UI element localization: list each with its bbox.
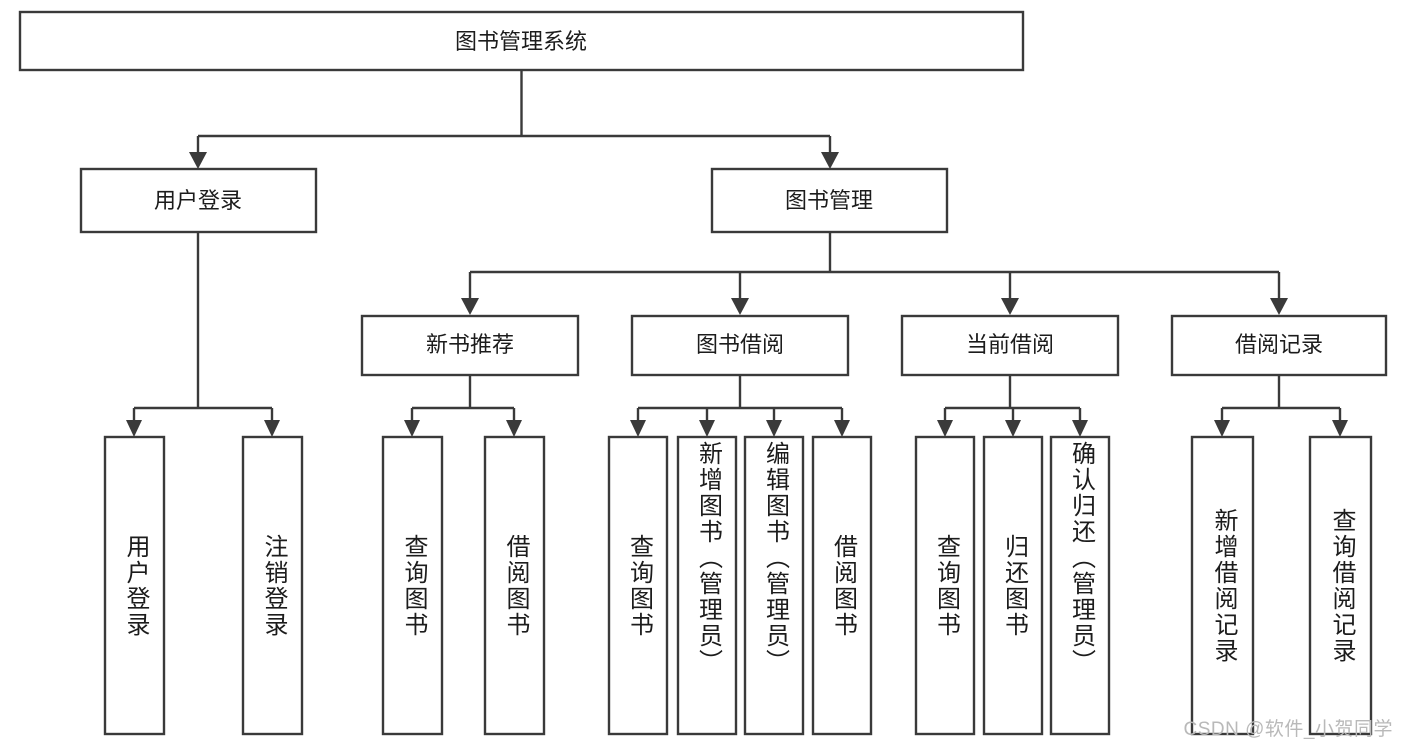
csdn-watermark: CSDN @软件_小贺同学 [1183,719,1393,740]
node-current-borrow[interactable]: 当前借阅 [900,314,1120,377]
arrow-head-leaf-add-record [1214,420,1230,437]
arrow-head-leaf-user-login [126,420,142,437]
arrow-head-leaf-logout-login [264,420,280,437]
leaf-confirm-return-box[interactable] [1049,435,1111,736]
leaf-logout-login-box[interactable] [241,435,304,736]
connector-group-book-borrow [630,375,850,437]
leaf-edit-book-box[interactable] [743,435,805,736]
node-root[interactable]: 图书管理系统 [18,10,1025,72]
arrow-head-leaf-return-book [1005,420,1021,437]
leaf-borrow-book-1-box[interactable] [483,435,546,736]
connector-group-book-management [461,232,1288,315]
leaf-query-book-2-box[interactable] [607,435,669,736]
leaf-query-book-3-box[interactable] [914,435,976,736]
node-book-management[interactable]: 图书管理 [710,167,949,234]
node-book-borrow-box[interactable] [630,314,850,377]
arrow-head-leaf-edit-book [766,420,782,437]
node-book-management-box[interactable] [710,167,949,234]
node-new-book-recommend[interactable]: 新书推荐 [360,314,580,377]
leaf-boxes [103,435,1373,736]
leaf-user-login-box[interactable] [103,435,166,736]
node-book-management-label: 图书管理 [785,188,873,213]
node-user-login-label: 用户登录 [154,188,242,213]
leaf-add-record-box[interactable] [1190,435,1255,736]
connector-group-root [189,70,839,169]
connector-group-new-book-recommend [404,375,522,437]
node-current-borrow-label: 当前借阅 [966,332,1054,357]
node-new-book-recommend-box[interactable] [360,314,580,377]
connector-group-current-borrow [937,375,1088,437]
arrow-head-leaf-query-record [1332,420,1348,437]
node-book-borrow-label: 图书借阅 [696,332,784,357]
arrow-head-leaf-confirm-return [1072,420,1088,437]
arrow-head-user-login [189,152,207,169]
arrow-head-leaf-query-book-2 [630,420,646,437]
connector-group-borrow-record [1214,375,1348,437]
node-borrow-record-label: 借阅记录 [1235,332,1323,357]
leaf-borrow-book-2-box[interactable] [811,435,873,736]
leaf-add-book-box[interactable] [676,435,738,736]
arrow-head-book-management [821,152,839,169]
node-root-label: 图书管理系统 [455,29,587,54]
node-root-box[interactable] [18,10,1025,72]
node-book-borrow[interactable]: 图书借阅 [630,314,850,377]
arrow-head-borrow-record [1270,298,1288,315]
node-user-login[interactable]: 用户登录 [79,167,318,234]
arrow-head-new-book-recommend [461,298,479,315]
arrow-head-leaf-borrow-book-2 [834,420,850,437]
leaf-query-record-box[interactable] [1308,435,1373,736]
arrow-head-book-borrow [731,298,749,315]
node-new-book-recommend-label: 新书推荐 [426,332,514,357]
arrow-head-leaf-add-book [699,420,715,437]
arrow-head-leaf-query-book-3 [937,420,953,437]
node-current-borrow-box[interactable] [900,314,1120,377]
arrow-head-leaf-query-book-1 [404,420,420,437]
leaf-return-book-box[interactable] [982,435,1044,736]
arrow-head-leaf-borrow-book-1 [506,420,522,437]
arrow-head-current-borrow [1001,298,1019,315]
node-borrow-record[interactable]: 借阅记录 [1170,314,1388,377]
leaf-query-book-1-box[interactable] [381,435,444,736]
node-borrow-record-box[interactable] [1170,314,1388,377]
node-user-login-box[interactable] [79,167,318,234]
connector-group-user-login [126,232,280,437]
